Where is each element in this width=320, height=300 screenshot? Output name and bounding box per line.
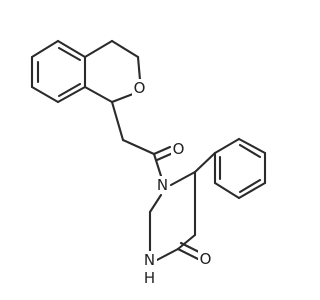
- lactam-oxygen-label: O: [200, 250, 212, 268]
- molecule-diagram: O O N N H O: [30, 39, 267, 287]
- atom-lactam-oxygen: O: [198, 250, 213, 268]
- structure-canvas: O O N N H O: [30, 39, 267, 287]
- amide-nitrogen-label: N: [157, 176, 168, 194]
- benzo-ring: [30, 39, 87, 104]
- acyl-linker: [110, 100, 175, 178]
- phenyl-ring: [193, 137, 267, 200]
- atom-carbonyl-oxygen: O: [171, 140, 186, 158]
- pyran-ring: [83, 39, 142, 104]
- atom-nh-group: N H: [142, 251, 157, 287]
- nh-hydrogen-label: H: [144, 269, 155, 287]
- ring-oxygen-label: O: [134, 79, 146, 97]
- nh-nitrogen-label: N: [144, 251, 155, 269]
- atom-amide-nitrogen: N: [155, 176, 170, 194]
- atom-ring-oxygen: O: [132, 79, 147, 97]
- carbonyl-oxygen-label: O: [173, 140, 185, 158]
